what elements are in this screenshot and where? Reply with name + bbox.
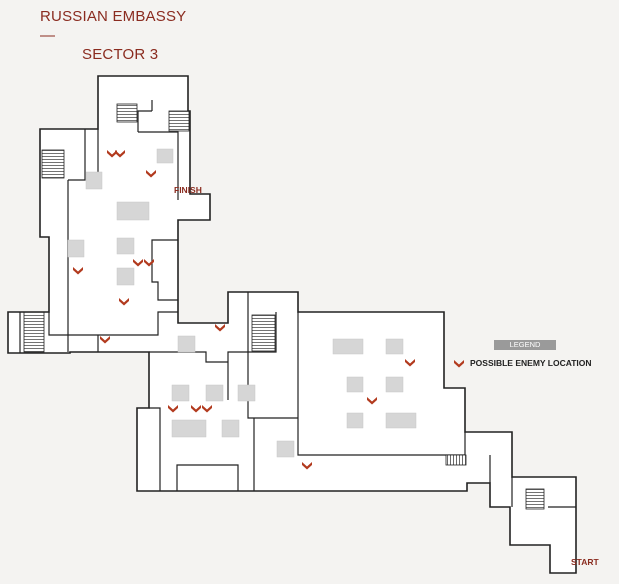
building-outline	[7, 75, 577, 574]
legend-enemy-label: POSSIBLE ENEMY LOCATION	[470, 358, 592, 368]
stairs	[23, 103, 545, 510]
legend-row: POSSIBLE ENEMY LOCATION	[448, 356, 618, 370]
interior-walls	[19, 100, 576, 508]
map-title-line2: SECTOR 3	[82, 46, 159, 63]
map-title: RUSSIAN EMBASSY— SECTOR 3	[40, 7, 200, 64]
furniture	[67, 148, 417, 458]
start-label: START	[571, 557, 599, 567]
legend-heading: LEGEND	[494, 340, 556, 350]
chevron-down-icon	[454, 360, 464, 368]
finish-label: FINISH	[174, 185, 202, 195]
legend: LEGEND POSSIBLE ENEMY LOCATION	[448, 336, 618, 378]
map-title-line1: RUSSIAN EMBASSY—	[40, 8, 187, 44]
